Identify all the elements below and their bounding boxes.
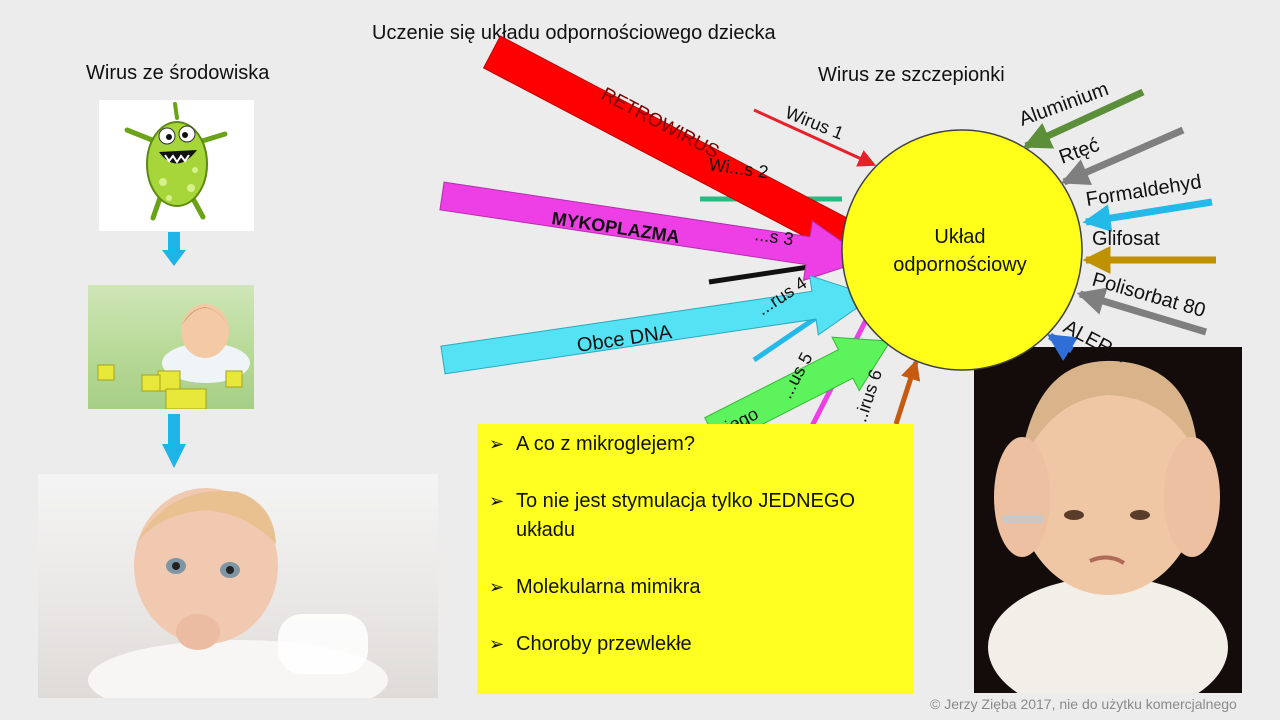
rtec-label: Rtęć bbox=[1056, 134, 1102, 169]
virus-cartoon-icon bbox=[124, 102, 228, 221]
formaldehyd-arrow bbox=[1082, 198, 1213, 232]
immune-system-circle bbox=[841, 129, 1083, 371]
rtec-arrow bbox=[1060, 126, 1185, 186]
aler-arrow bbox=[1047, 333, 1079, 361]
down-arrow-2 bbox=[162, 414, 186, 468]
mykoplazma-arrow bbox=[439, 181, 869, 282]
bullet-text: To nie jest stymulacja tylko JEDNEGO ukł… bbox=[516, 490, 855, 541]
page-title: Uczenie się układu odpornościowego dziec… bbox=[372, 22, 776, 44]
bullet-item: ➢ To nie jest stymulacja tylko JEDNEGO uk… bbox=[489, 487, 896, 545]
bullet-item: ➢ Molekularna mimikra bbox=[489, 573, 896, 602]
aluminium-arrow bbox=[1022, 88, 1145, 150]
virus-cartoon-image bbox=[99, 100, 254, 231]
bullet-item: ➢ Choroby przewlekłe bbox=[489, 630, 896, 659]
polisorbat-arrow bbox=[1076, 287, 1208, 336]
aler-label: ALER... bbox=[1060, 316, 1131, 368]
wirus1-arrow bbox=[753, 108, 877, 167]
bullet-text: Molekularna mimikra bbox=[516, 576, 701, 598]
center-label-line1: Układ bbox=[934, 226, 985, 248]
baby-with-blocks-icon bbox=[97, 304, 250, 409]
worried-baby-icon bbox=[988, 360, 1228, 693]
arrow-bullet-icon: ➢ bbox=[489, 434, 505, 454]
environment-virus-title: Wirus ze środowiska bbox=[86, 62, 270, 84]
arrow-bullet-icon: ➢ bbox=[489, 491, 505, 511]
aluminium-label: Aluminium bbox=[1016, 78, 1111, 131]
down-arrow-1 bbox=[162, 232, 186, 266]
bullet-text: Choroby przewlekłe bbox=[516, 633, 692, 655]
bullet-item: ➢ A co z mikroglejem? bbox=[489, 430, 896, 459]
glifosat-label: Glifosat bbox=[1092, 228, 1160, 250]
arrow-bullet-icon: ➢ bbox=[489, 577, 505, 597]
smiling-baby-icon bbox=[88, 488, 388, 698]
bullet-text: A co z mikroglejem? bbox=[516, 433, 695, 455]
arrow-bullet-icon: ➢ bbox=[489, 634, 505, 654]
bullet-box: ➢ A co z mikroglejem? ➢ To nie jest stymul… bbox=[477, 424, 914, 694]
copyright-notice: © Jerzy Zięba 2017, nie do użytku komerc… bbox=[930, 696, 1237, 712]
playing-baby-photo bbox=[88, 285, 254, 409]
vaccine-virus-title: Wirus ze szczepionki bbox=[818, 64, 1005, 86]
obce-dna-arrow bbox=[440, 274, 875, 375]
center-label-line2: odpornościowy bbox=[893, 254, 1026, 276]
wirus6b-arrow bbox=[893, 359, 921, 425]
smiling-baby-photo bbox=[38, 474, 438, 698]
worried-baby-photo bbox=[974, 347, 1242, 693]
